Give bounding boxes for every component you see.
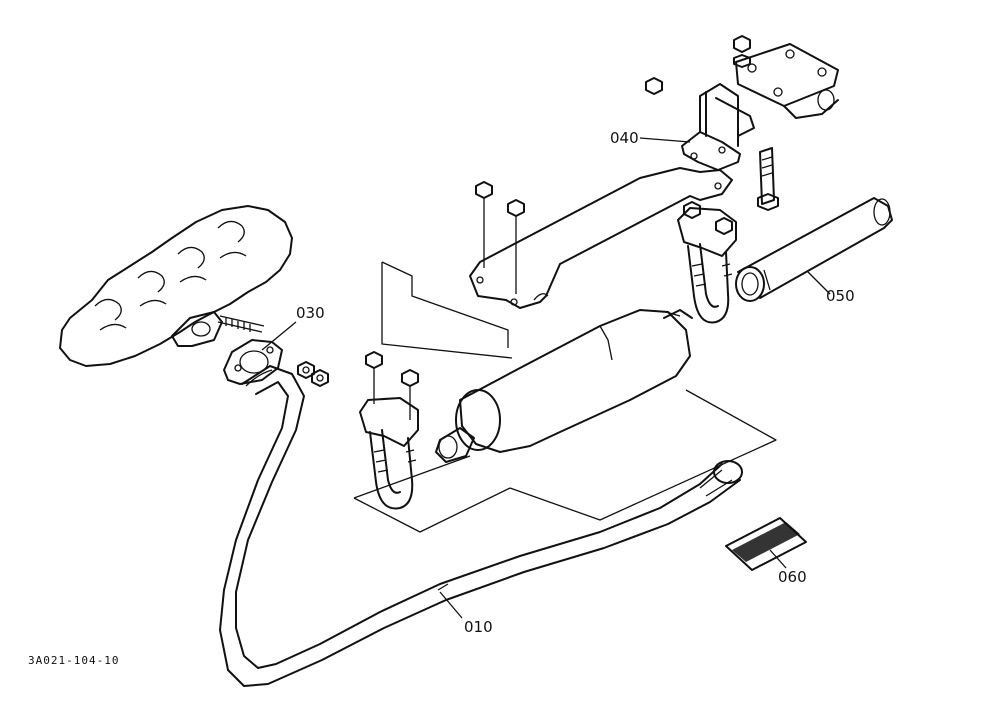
exhaust-manifold (59, 205, 293, 367)
drawing-code: 3A021-104-10 (28, 654, 119, 667)
exhaust-pipe (219, 365, 743, 687)
gasket (223, 339, 283, 385)
support-outline (353, 261, 777, 533)
caution-label (725, 517, 807, 571)
leader-lines (261, 137, 831, 619)
frame-plate (735, 43, 839, 119)
hanger-plate (469, 167, 733, 309)
part-label-060[interactable]: 060 (778, 568, 807, 586)
part-label-030[interactable]: 030 (296, 304, 325, 322)
muffler (435, 309, 693, 463)
flange-nuts (297, 361, 329, 387)
manifold-stud (217, 315, 265, 333)
part-label-040[interactable]: 040 (610, 129, 639, 147)
part-label-010[interactable]: 010 (464, 618, 493, 636)
hanger-nuts (475, 181, 525, 294)
part-label-050[interactable]: 050 (826, 287, 855, 305)
muffler-bracket (681, 83, 755, 171)
u-bolt-clamp (677, 201, 737, 324)
bracket-fasteners (645, 35, 779, 211)
tail-pipe (735, 197, 893, 302)
u-bolt-clamp (359, 351, 419, 510)
